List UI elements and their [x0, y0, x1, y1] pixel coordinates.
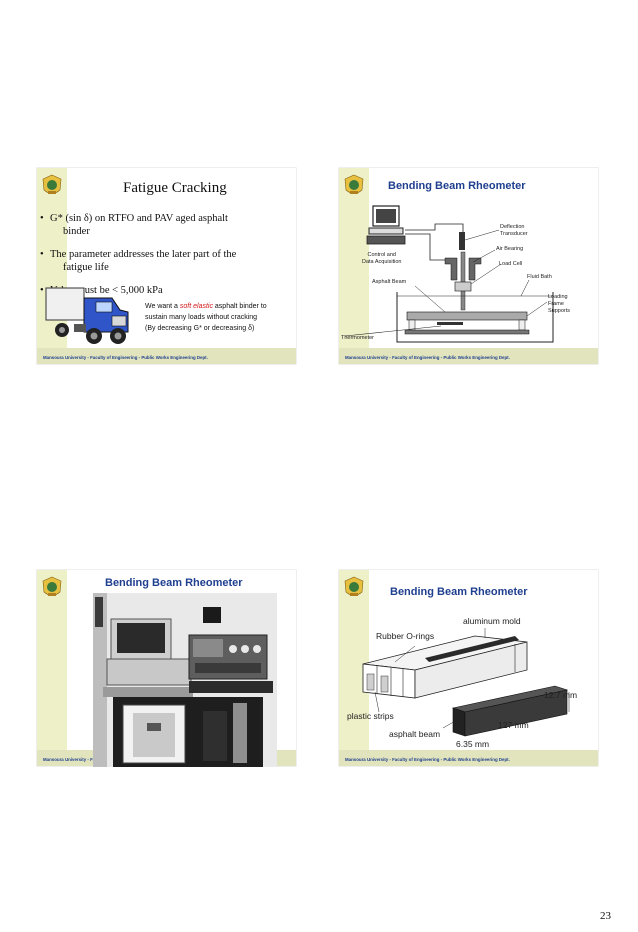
slide1-bullet-2b: fatigue life — [63, 262, 109, 273]
load-cell — [454, 281, 472, 292]
label-12-7-mm: 12.7 mm — [544, 690, 578, 700]
slide1-note: We want a soft elastic asphalt binder to… — [145, 303, 267, 332]
bbr-equipment-photo — [93, 593, 277, 767]
label-air-bearing: Air Bearing — [496, 246, 524, 252]
page-number: 23 — [600, 910, 611, 922]
slide3-title: Bending Beam Rheometer — [105, 577, 243, 589]
bbr-apparatus-diagram — [345, 205, 554, 343]
label-thermometer: Thermometer — [341, 335, 375, 341]
slide1-bullet-1b: binder — [63, 226, 90, 237]
university-emblem-icon — [42, 576, 62, 596]
label-asphalt-beam: Asphalt Beam — [372, 279, 407, 285]
label-plastic-strips: plastic strips — [347, 711, 394, 721]
slide1-bullet-3: •Value must be < 5,000 kPa — [40, 285, 163, 296]
bbr-mold-diagram — [362, 628, 570, 737]
slide4-title: Bending Beam Rheometer — [390, 586, 528, 598]
slide-footer-text: Mansoura University - Faculty of Enginee… — [345, 355, 510, 360]
keyboard-icon — [368, 227, 404, 235]
label-load-cell: Load Cell — [499, 261, 523, 267]
label-fluid-bath: Fluid Bath — [527, 274, 552, 280]
truck-icon — [45, 287, 129, 344]
slide-footer-bar — [37, 348, 296, 364]
asphalt-beam — [406, 311, 528, 321]
slide-left-bar — [339, 168, 369, 348]
university-emblem-icon — [344, 576, 364, 596]
slide-footer-bar — [339, 750, 598, 766]
slide-left-bar — [339, 570, 369, 750]
slide1-bullet-1: •G* (sin δ) on RTFO and PAV aged asphalt — [40, 213, 228, 224]
university-emblem-icon — [42, 174, 62, 194]
label-rubber-orings: Rubber O-rings — [376, 631, 435, 641]
label-aluminum-mold: aluminum mold — [463, 616, 521, 626]
slide2-title: Bending Beam Rheometer — [388, 180, 526, 192]
slide-footer-text: Mansoura University - Faculty of Enginee… — [43, 355, 208, 360]
label-asphalt-beam: asphalt beam — [389, 729, 441, 739]
slide1-title: Fatigue Cracking — [123, 180, 227, 196]
slide-footer-text: Mansoura University - Faculty of Enginee… — [345, 757, 510, 762]
label-127-mm: 127 mm — [498, 720, 529, 730]
slide1-bullet-2: •The parameter addresses the later part … — [40, 249, 237, 260]
university-emblem-icon — [344, 174, 364, 194]
slide-left-bar — [37, 570, 67, 750]
slide-footer-bar — [339, 348, 598, 364]
label-6-35-mm: 6.35 mm — [456, 739, 490, 749]
